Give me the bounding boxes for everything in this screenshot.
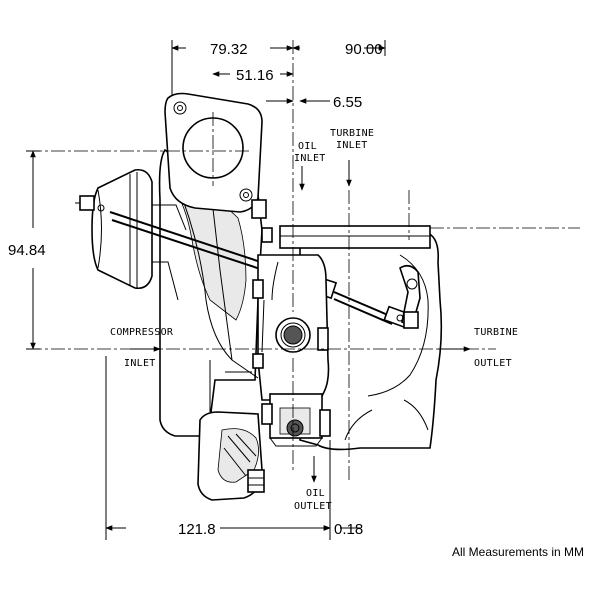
dim-94-84: 94.84 [8,242,46,259]
centerlines [28,40,580,480]
flow-arrows [130,160,471,483]
dim-6-55: 6.55 [333,94,362,111]
compressor-inlet-label-line2: INLET [124,358,156,369]
dim-90-00: 90.00 [345,41,383,58]
dim-79-32: 79.32 [210,41,248,58]
extension-lines [26,40,386,540]
dimension-lines [30,45,386,531]
oil-outlet-label-line1: OIL [306,488,325,499]
oil-outlet-label-line2: OUTLET [294,501,332,512]
oil-inlet-label-line1: OIL [298,141,317,152]
turbine-outlet-label-line1: TURBINE [474,327,518,338]
compressor-inlet-label-line1: COMPRESSOR [110,327,174,338]
measurement-units-note: All Measurements in MM [452,545,584,559]
oil-inlet-label-line2: INLET [294,153,326,164]
turbocharger-body [75,92,443,501]
turbine-outlet-label-line2: OUTLET [474,358,512,369]
dim-0-18: 0.18 [334,521,363,538]
turbine-inlet-label-line1: TURBINE [330,128,374,139]
turbine-inlet-label-line2: INLET [336,140,368,151]
dim-51-16: 51.16 [236,67,274,84]
dim-121-8: 121.8 [178,521,216,538]
